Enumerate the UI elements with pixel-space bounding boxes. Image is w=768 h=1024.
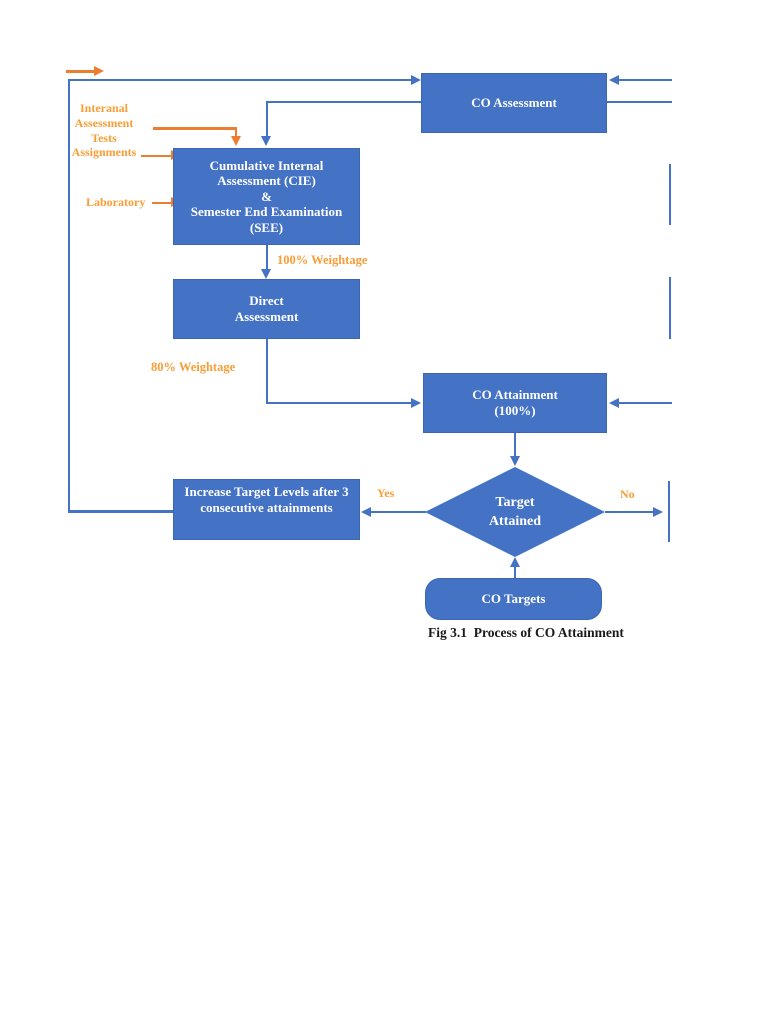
node-co-targets: CO Targets (425, 578, 602, 620)
connector-co-targets-to-decision (513, 566, 517, 578)
node-cie-see: Cumulative Internal Assessment (CIE) & S… (173, 148, 360, 245)
connector-feedback-vertical (67, 78, 70, 513)
node-co-assessment-label: CO Assessment (471, 95, 557, 110)
node-direct-assessment: Direct Assessment (173, 279, 360, 339)
label-internal-line3: Tests (91, 130, 117, 145)
node-co-attainment: CO Attainment (100%) (423, 373, 607, 433)
label-weightage-100: 100% Weightage (277, 253, 368, 267)
node-co-attainment-line2: (100%) (494, 403, 536, 418)
connector-right-into-co-attainment (618, 401, 672, 404)
node-cie-line5: (SEE) (249, 219, 284, 235)
connector-co-assessment-to-cie-vertical (265, 101, 268, 137)
label-no: No (620, 487, 635, 501)
orange-arrow-assessment-horizontal (153, 127, 237, 130)
connector-no-branch (605, 510, 654, 513)
orange-arrow-top-left-line (66, 70, 95, 73)
connector-co-assessment-to-cie-horizontal (266, 100, 421, 103)
node-co-assessment: CO Assessment (421, 73, 607, 133)
arrowhead-yes-branch (361, 506, 371, 517)
node-cie-line2: Assessment (CIE) (217, 173, 316, 189)
connector-cie-to-direct (265, 245, 268, 270)
orange-arrowhead-into-cie-top (230, 136, 241, 146)
connector-co-assessment-right-out (607, 100, 672, 103)
label-weightage-80: 80% Weightage (151, 360, 236, 374)
arrowhead-into-direct (261, 269, 271, 279)
decision-line2: Attained (488, 514, 542, 529)
connector-right-segment-1 (668, 164, 671, 225)
node-increase-target: Increase Target Levels after 3 consecuti… (173, 479, 360, 540)
node-increase-line1: Increase Target Levels after 3 (184, 484, 349, 499)
arrowhead-into-co-assessment-right (609, 74, 619, 85)
decision-line1: Target (495, 495, 535, 510)
connector-right-segment-no (667, 481, 670, 542)
arrowhead-into-decision-bottom (509, 557, 520, 567)
label-internal-line1: Interanal (80, 101, 128, 115)
arrowhead-into-co-attainment-left (411, 397, 421, 408)
node-cie-line1: Cumulative Internal (209, 157, 324, 173)
node-increase-line2: consecutive attainments (200, 500, 333, 515)
orange-arrow-laboratory-line (152, 201, 173, 204)
figure-caption: Fig 3.1 Process of CO Attainment (428, 625, 624, 640)
label-internal-line2: Assessment (74, 115, 134, 130)
node-co-attainment-line1: CO Attainment (472, 387, 558, 402)
connector-direct-to-co-attainment (265, 401, 412, 404)
orange-arrow-assessment-vertical (234, 127, 237, 137)
connector-right-segment-2 (668, 277, 671, 339)
connector-feedback-top (67, 78, 412, 81)
arrowhead-into-cie-top-blue (261, 136, 271, 146)
node-cie-line3: & (261, 188, 272, 204)
connector-co-attainment-to-decision (513, 433, 517, 457)
node-target-attained-decision: Target Attained (425, 467, 605, 557)
orange-arrow-assignments-line (141, 154, 173, 157)
arrowhead-into-decision-top (509, 456, 520, 466)
node-cie-line4: Semester End Examination (190, 204, 343, 220)
label-laboratory: Laboratory (86, 195, 146, 209)
node-direct-line2: Assessment (234, 309, 299, 324)
connector-direct-down (265, 339, 268, 403)
arrowhead-no-branch (653, 506, 663, 517)
arrowhead-into-co-attainment-right (609, 397, 619, 408)
node-direct-line1: Direct (249, 293, 284, 308)
orange-arrow-top-left-head (94, 66, 104, 76)
label-internal-line4: Assignments (71, 145, 137, 160)
arrowhead-into-co-assessment-left (411, 74, 421, 85)
connector-feedback-bottom (67, 510, 174, 513)
node-co-targets-label: CO Targets (481, 591, 546, 606)
connector-right-into-co-assessment (618, 78, 672, 81)
connector-yes-branch (371, 510, 426, 513)
label-internal-assessment-inputs: Interanal Assessment Tests Assignments (62, 101, 146, 160)
label-yes: Yes (377, 486, 395, 500)
